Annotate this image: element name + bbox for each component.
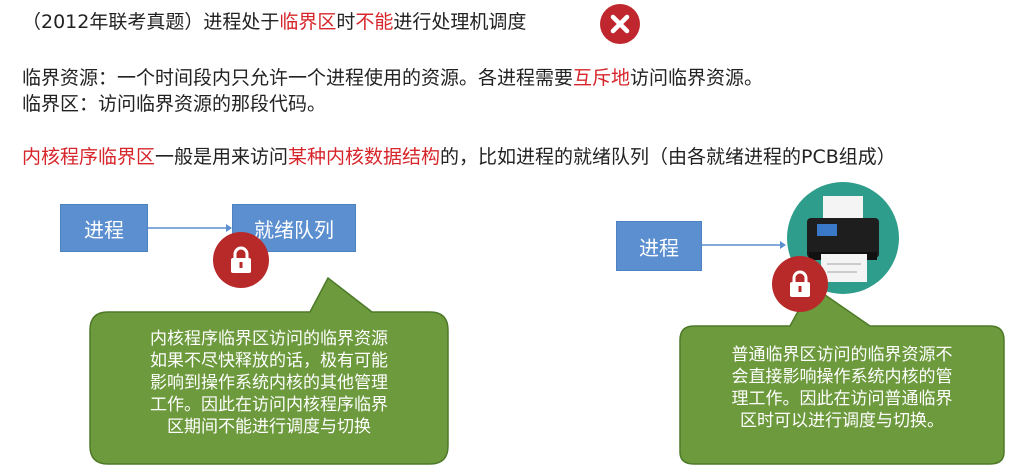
left-callout-bubble [89, 276, 449, 465]
definition-highlight-mutex: 互斥地 [573, 67, 631, 89]
left-callout-line: 内核程序临界区访问的临界资源 [150, 329, 388, 349]
left-arrow-head [226, 224, 232, 232]
kernel-critical-section-note: 内核程序临界区一般是用来访问某种内核数据结构的，比如进程的就绪队列（由各就绪进程… [22, 145, 896, 169]
right-callout-line: 普通临界区访问的临界资源不 [731, 345, 953, 365]
left-callout-line: 影响到操作系统内核的其他管理 [150, 373, 388, 393]
kernel-note-text-2: 的，比如进程的就绪队列（由各就绪进程的PCB组成） [440, 146, 896, 168]
kernel-note-highlight-1: 内核程序临界区 [22, 146, 156, 168]
left-callout-line: 工作。因此在访问内核程序临界 [150, 395, 388, 415]
lock-icon [213, 232, 269, 288]
heading-highlight-critical-section: 临界区 [279, 11, 337, 33]
heading-text-1: （2012年联考真题）进程处于 [22, 11, 280, 33]
kernel-note-highlight-2: 某种内核数据结构 [288, 146, 441, 168]
right-callout-bubble [679, 284, 1005, 465]
definition-text-1: 临界资源：一个时间段内只允许一个进程使用的资源。各进程需要 [22, 67, 574, 89]
definition-text-2: 访问临界资源。 [630, 67, 764, 89]
left-callout-line: 区期间不能进行调度与切换 [167, 417, 371, 437]
left-callout-text: 内核程序临界区访问的临界资源 如果不尽快释放的话，极有可能 影响到操作系统内核的… [98, 328, 440, 438]
left-process-box: 进程 [60, 204, 148, 252]
critical-section-definition: 临界区：访问临界资源的那段代码。 [22, 93, 327, 115]
right-arrow-head [780, 241, 786, 249]
right-callout-line: 区时可以进行调度与切换。 [740, 411, 944, 431]
heading-text-3: 进行处理机调度 [393, 11, 527, 33]
critical-resource-definition: 临界资源：一个时间段内只允许一个进程使用的资源。各进程需要互斥地访问临界资源。 [22, 66, 763, 90]
kernel-note-text-1: 一般是用来访问 [155, 146, 289, 168]
lock-icon [772, 256, 828, 312]
heading-highlight-cannot: 不能 [355, 11, 394, 33]
x-mark-icon [600, 4, 640, 44]
left-callout-line: 如果不尽快释放的话，极有可能 [150, 351, 388, 371]
right-callout-line: 会直接影响操作系统内核的管 [731, 367, 953, 387]
right-process-box: 进程 [616, 221, 702, 271]
heading-text-2: 时 [336, 11, 356, 33]
right-callout-text: 普通临界区访问的临界资源不 会直接影响操作系统内核的管 理工作。因此在访问普通临… [688, 344, 996, 432]
question-heading: （2012年联考真题）进程处于临界区时不能进行处理机调度 [22, 10, 526, 34]
right-callout-line: 理工作。因此在访问普通临界 [731, 389, 953, 409]
